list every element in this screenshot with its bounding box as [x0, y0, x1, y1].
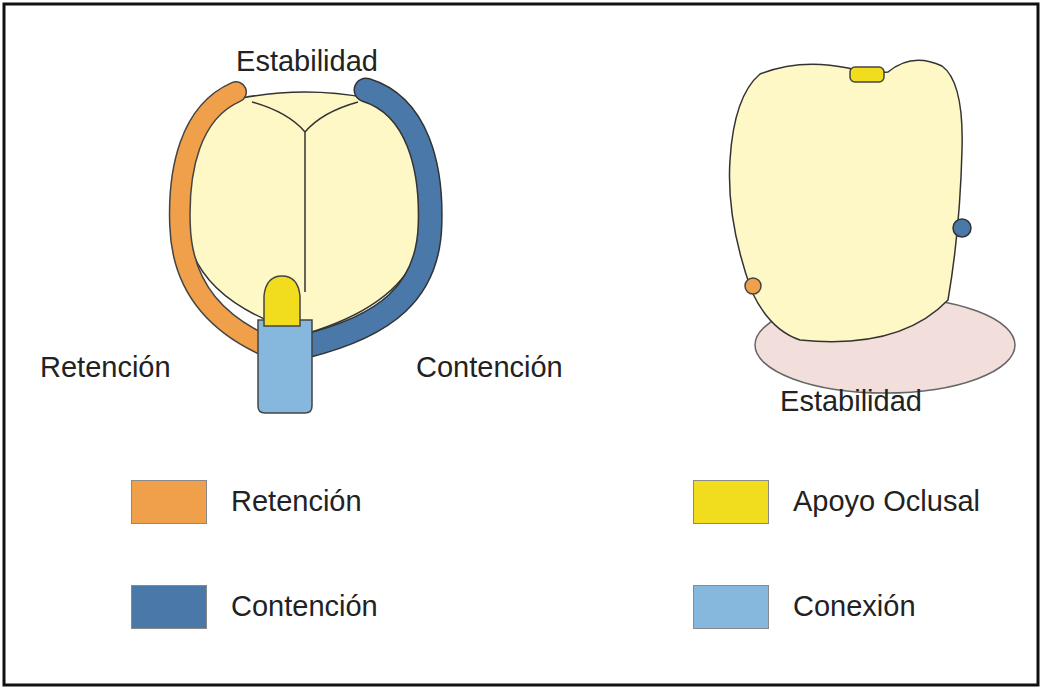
connector-bar: [258, 320, 312, 413]
frame: [4, 4, 1038, 685]
contention-arm-outline: [306, 90, 430, 346]
legend-swatch: [131, 480, 207, 524]
retention-label: Retención: [40, 351, 171, 384]
contention-arm: [306, 90, 430, 346]
legend-text: Apoyo Oclusal: [793, 485, 980, 518]
legend-swatch: [131, 585, 207, 629]
contention-label: Contención: [416, 351, 563, 384]
contention-tip: [953, 219, 971, 237]
stability-label: Estabilidad: [780, 385, 922, 418]
occlusal-rest: [264, 276, 300, 326]
legend-swatch: [693, 585, 769, 629]
legend-swatch: [693, 480, 769, 524]
legend-text: Retención: [231, 485, 362, 518]
retention-arm-outline: [180, 92, 266, 346]
legend-text: Contención: [231, 590, 378, 623]
retention-tip: [745, 278, 761, 294]
tooth-fissures: [252, 102, 358, 292]
retention-arm: [180, 92, 266, 346]
legend-text: Conexión: [793, 590, 916, 623]
stability-label: Estabilidad: [236, 45, 378, 78]
occlusal-rest-side: [850, 67, 884, 82]
tooth-side: [729, 60, 962, 341]
